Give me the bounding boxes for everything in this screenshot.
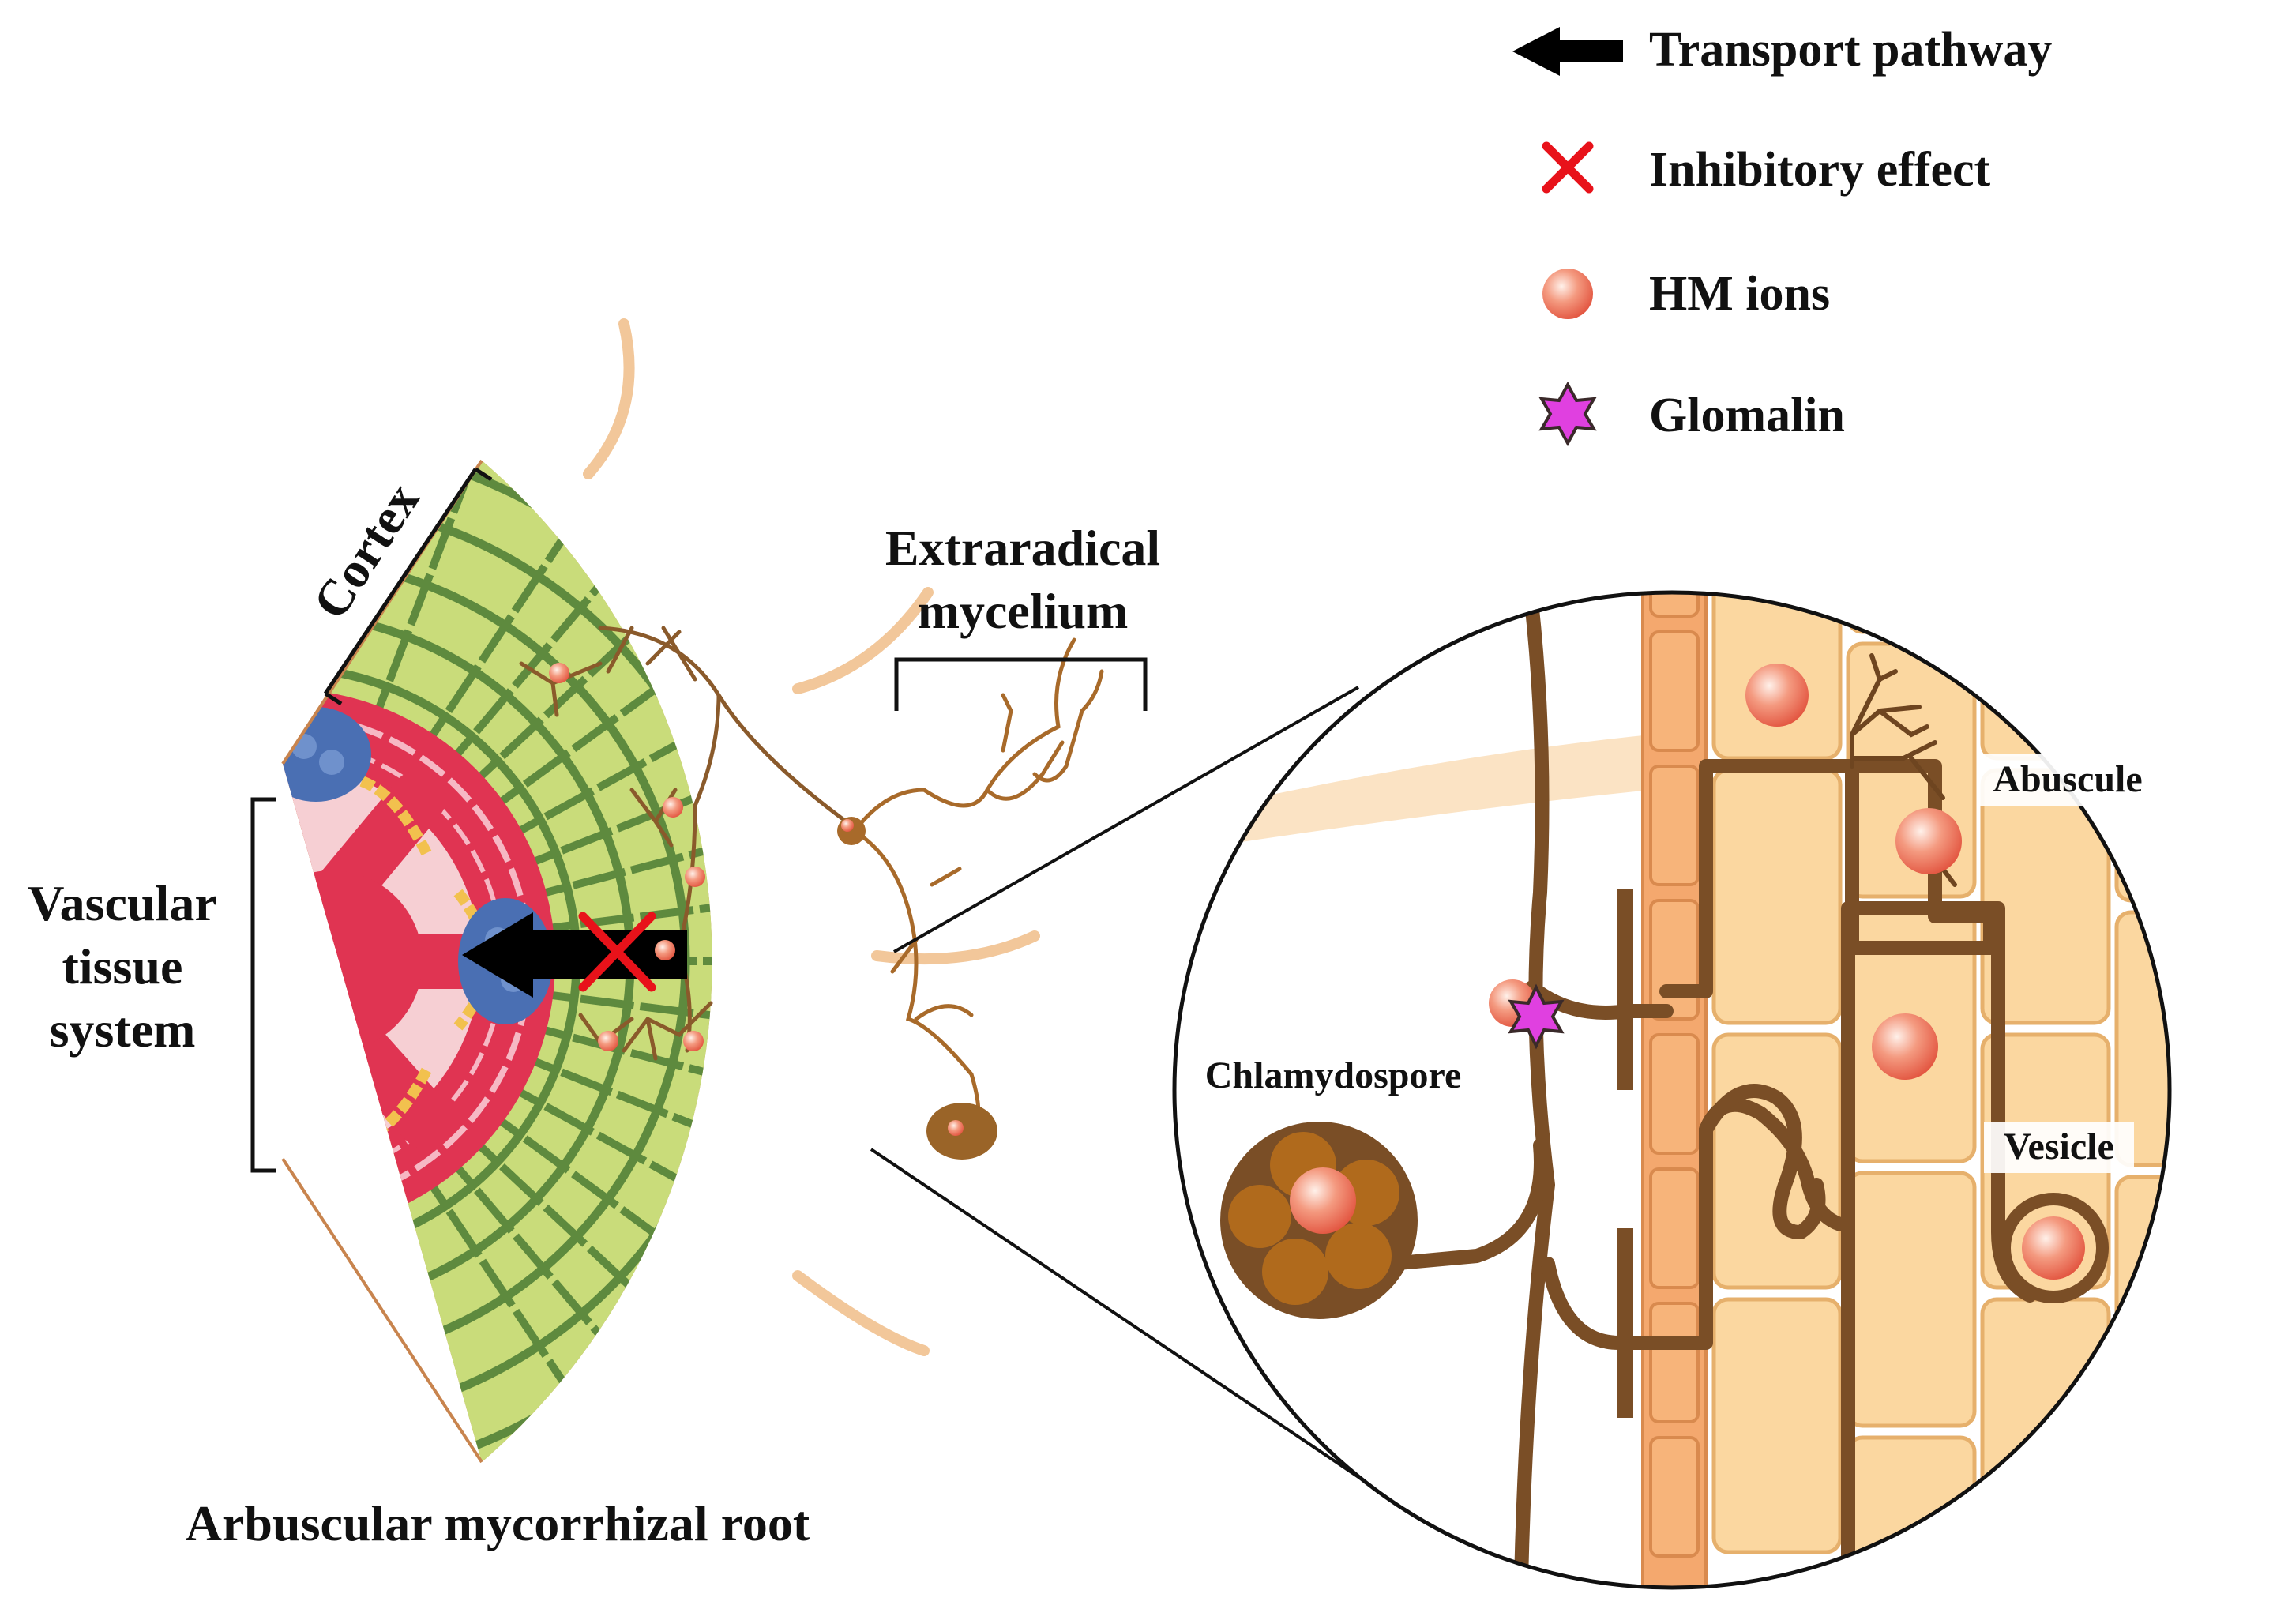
inhibit-x-icon xyxy=(1542,141,1594,194)
intraradical-hyphae xyxy=(519,626,859,1061)
hm-ion-swelling xyxy=(841,819,854,832)
glomalin-star xyxy=(1508,983,1565,1050)
legend-inhibitory-label: Inhibitory effect xyxy=(1649,143,1991,197)
root-hairs xyxy=(583,318,1040,1356)
extraradical-bracket xyxy=(894,657,1148,711)
root-caption: Arbuscular mycorrhizal root xyxy=(186,1495,810,1551)
transport-arrow-icon xyxy=(1512,27,1623,76)
extraradical-label-line2: mycelium xyxy=(918,583,1129,639)
vascular-label-line1: Vascular xyxy=(28,875,216,931)
vascular-bracket xyxy=(250,797,276,1173)
extraradical-label-line1: Extraradical xyxy=(885,520,1160,576)
legend: Transport pathway Inhibitory effect HM i… xyxy=(1512,23,2052,447)
hm-ion-icon xyxy=(1542,269,1593,319)
legend-transport-label: Transport pathway xyxy=(1649,23,2052,77)
zoom-connector-lines xyxy=(870,686,1360,1479)
glomalin-star-icon xyxy=(1538,381,1597,447)
chlamydospore-label: Chlamydospore xyxy=(1205,1054,1462,1096)
abuscule-label: Abuscule xyxy=(1993,758,2142,800)
vascular-label-line3: system xyxy=(50,1002,196,1058)
extraradical-hyphae xyxy=(849,637,1104,1132)
legend-hm-label: HM ions xyxy=(1649,267,1830,321)
cortex-hm-ions xyxy=(549,663,705,1051)
legend-glomalin-label: Glomalin xyxy=(1649,389,1845,442)
blocked-transport-arrow xyxy=(462,912,687,998)
hm-ion-spore xyxy=(948,1120,964,1136)
cortex-bracket xyxy=(323,467,493,706)
vascular-label-line2: tissue xyxy=(62,938,183,994)
vesicle-label: Vesicle xyxy=(2004,1126,2114,1167)
zoom-detail: Abuscule Vesicle Chlamydospore xyxy=(1172,590,2172,1590)
zoom-hm-ions xyxy=(1290,664,2085,1280)
